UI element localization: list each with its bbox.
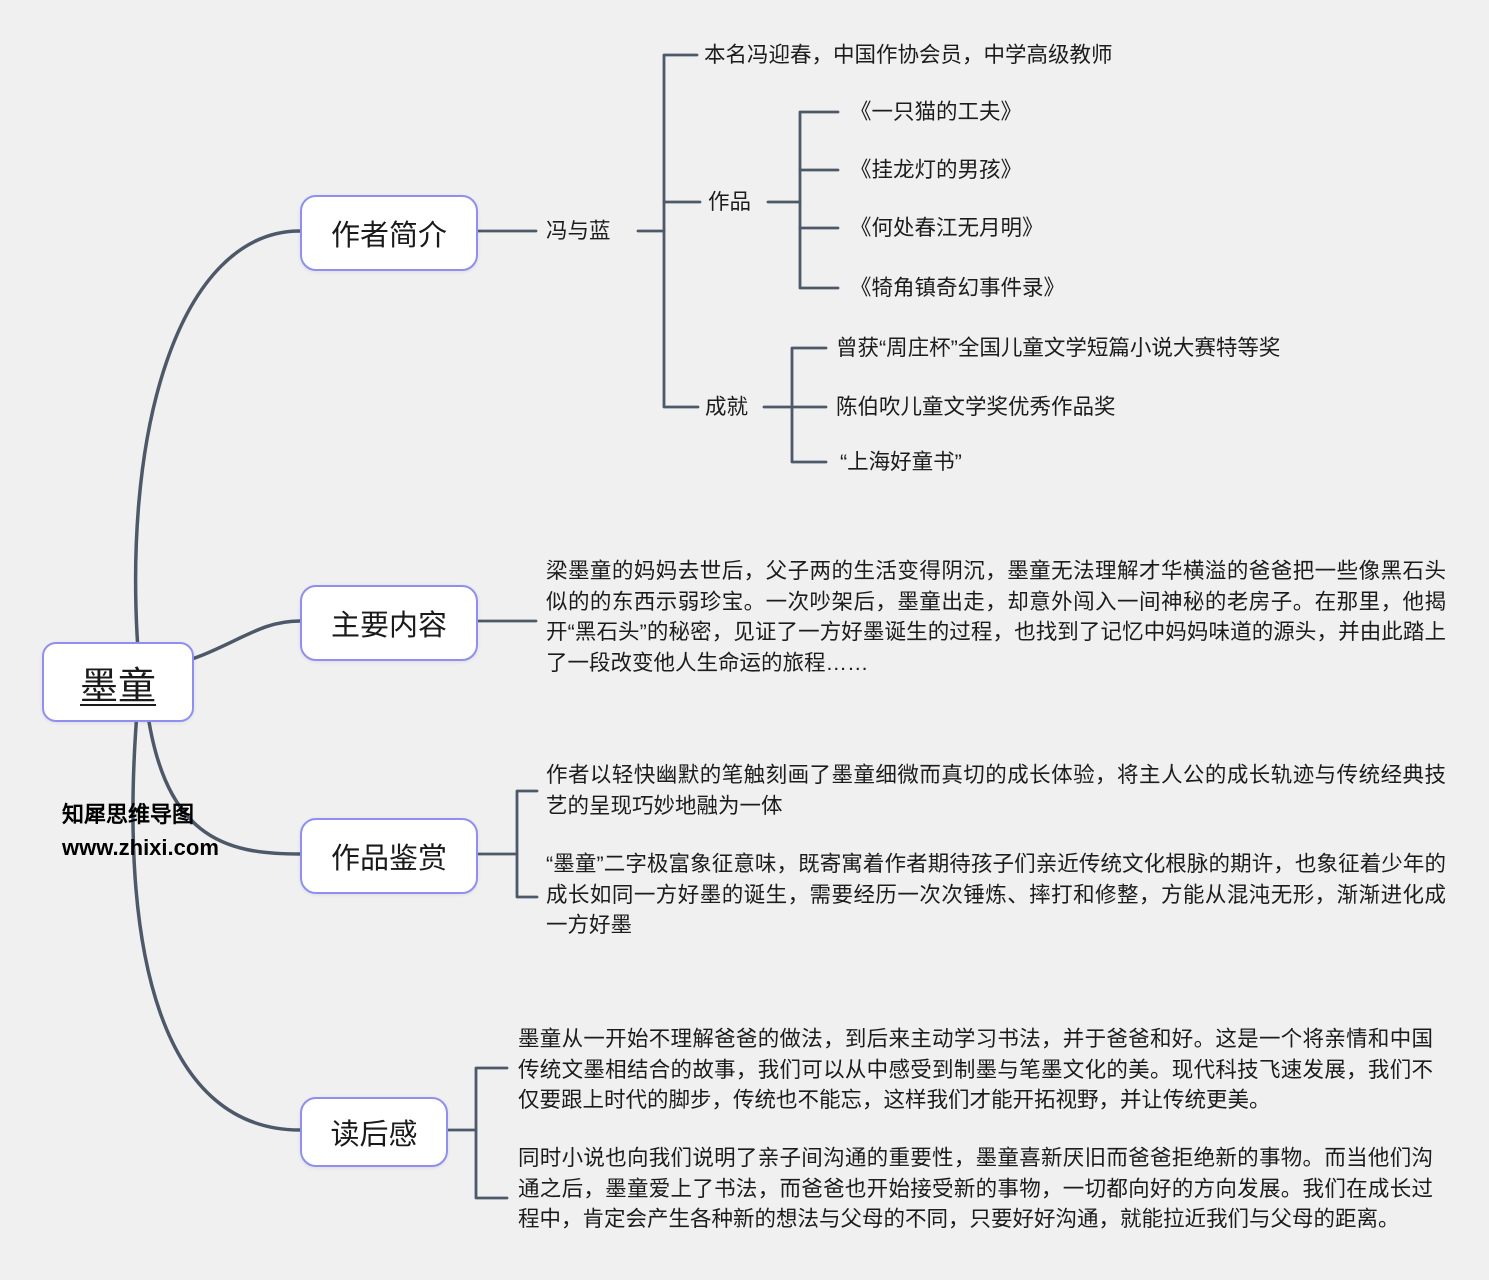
root-label: 墨童 xyxy=(79,665,156,708)
branch-appreciation-label: 作品鉴赏 xyxy=(330,843,447,875)
watermark: 知犀思维导图 www.zhixi.com xyxy=(62,798,219,864)
works-label-node[interactable]: 作品 xyxy=(708,190,752,214)
branch-summary-label: 主要内容 xyxy=(330,610,447,642)
work-item-3[interactable]: 《何处春江无月明》 xyxy=(850,216,1044,240)
branch-node-reflection[interactable]: 读后感 xyxy=(300,1097,448,1167)
branch-node-appreciation[interactable]: 作品鉴赏 xyxy=(300,818,478,894)
author-bio-node[interactable]: 本名冯迎春，中国作协会员，中学高级教师 xyxy=(704,43,1113,67)
branch-node-summary[interactable]: 主要内容 xyxy=(300,585,478,661)
appreciation-bracket xyxy=(515,789,539,899)
reflection-paragraph-1[interactable]: 墨童从一开始不理解爸爸的做法，到后来主动学习书法，并于爸爸和好。这是一个将亲情和… xyxy=(518,1027,1433,1112)
achievements-bracket xyxy=(790,346,828,464)
work-item-2[interactable]: 《挂龙灯的男孩》 xyxy=(850,158,1023,182)
works-bracket xyxy=(798,110,840,290)
curve-root-author xyxy=(133,229,302,678)
appreciation-paragraph-1[interactable]: 作者以轻快幽默的笔触刻画了墨童细微而真切的成长体验，将主人公的成长轨迹与传统经典… xyxy=(546,763,1446,818)
author-name-node[interactable]: 冯与蓝 xyxy=(546,219,611,243)
branch-author-label: 作者简介 xyxy=(330,220,447,252)
branch-node-author[interactable]: 作者简介 xyxy=(300,195,478,271)
author-trunk-bracket xyxy=(662,53,700,409)
achievement-item-2[interactable]: 陈伯吹儿童文学奖优秀作品奖 xyxy=(836,395,1116,419)
watermark-brand: 知犀思维导图 xyxy=(62,802,195,827)
reflection-bracket xyxy=(474,1066,509,1200)
achievements-label-node[interactable]: 成就 xyxy=(705,395,749,419)
reflection-paragraph-2[interactable]: 同时小说也向我们说明了亲子间沟通的重要性，墨童喜新厌旧而爸爸拒绝新的事物。而当他… xyxy=(518,1146,1433,1231)
work-item-4[interactable]: 《犄角镇奇幻事件录》 xyxy=(850,276,1066,300)
achievement-item-3[interactable]: “上海好童书” xyxy=(840,450,962,474)
achievement-item-1[interactable]: 曾获“周庄杯”全国儿童文学短篇小说大赛特等奖 xyxy=(836,336,1281,360)
curve-root-reflection xyxy=(131,698,302,1132)
appreciation-paragraph-2[interactable]: “墨童”二字极富象征意味，既寄寓着作者期待孩子们亲近传统文化根脉的期许，也象征着… xyxy=(546,852,1446,937)
root-node[interactable]: 墨童 xyxy=(42,642,194,722)
watermark-url: www.zhixi.com xyxy=(62,835,219,860)
curve-root-appreciation xyxy=(143,690,302,856)
summary-paragraph[interactable]: 梁墨童的妈妈去世后，父子两的生活变得阴沉，墨童无法理解才华横溢的爸爸把一些像黑石… xyxy=(546,559,1446,675)
branch-reflection-label: 读后感 xyxy=(330,1119,418,1151)
work-item-1[interactable]: 《一只猫的工夫》 xyxy=(850,100,1023,124)
